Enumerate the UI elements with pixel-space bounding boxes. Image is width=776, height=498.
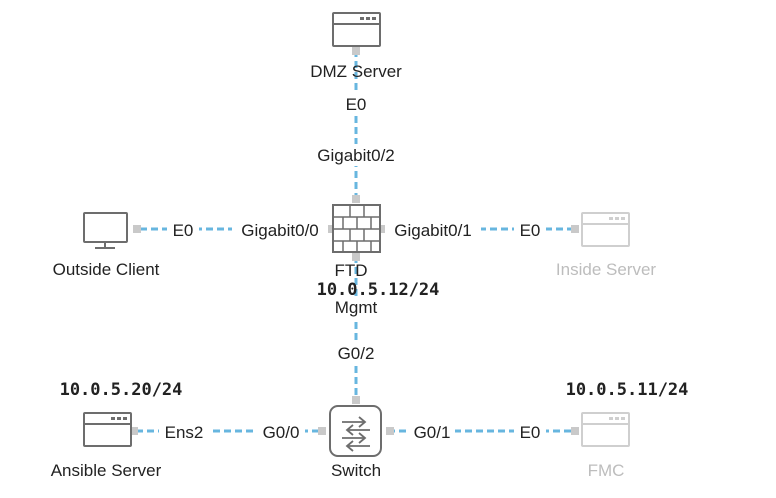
fmc-server-icon[interactable] (581, 412, 630, 447)
port-ansible-ens2 (130, 427, 138, 435)
port-label-fmc-e0: E0 (520, 423, 541, 442)
port-label-switch-g01: G0/1 (414, 423, 451, 442)
inside-server-label: Inside Server (556, 260, 656, 279)
ansible-server-ip-label: 10.0.5.20/24 (60, 380, 183, 400)
ansible-server-label: Ansible Server (51, 461, 162, 480)
port-label-ftd-gigabit00: Gigabit0/0 (241, 221, 319, 240)
inside-server-icon[interactable] (581, 212, 630, 247)
port-switch-g02 (352, 396, 360, 404)
port-label-ftd-mgmt: Mgmt (335, 298, 378, 317)
port-dmz-e0 (352, 47, 360, 55)
port-label-ftd-gigabit01: Gigabit0/1 (394, 221, 472, 240)
port-label-dmz-e0: E0 (346, 95, 367, 114)
port-ftd-g02 (352, 195, 360, 203)
port-label-client-e0: E0 (173, 221, 194, 240)
fmc-label: FMC (588, 461, 625, 480)
port-switch-g00 (318, 427, 326, 435)
outside-client-label: Outside Client (53, 260, 160, 279)
firewall-icon[interactable] (332, 204, 381, 253)
dmz-server-label: DMZ Server (310, 62, 402, 81)
port-label-ansible-ens2: Ens2 (165, 423, 204, 442)
port-client-e0 (133, 225, 141, 233)
fmc-ip-label: 10.0.5.11/24 (566, 380, 689, 400)
port-ftd-mgmt (352, 253, 360, 261)
port-ftd-g00 (326, 225, 334, 233)
ansible-server-icon[interactable] (83, 412, 132, 447)
port-fmc-e0 (571, 427, 579, 435)
ftd-label: FTD (334, 261, 367, 280)
port-ftd-g01 (378, 225, 386, 233)
ftd-ip-label: 10.0.5.12/24 (317, 280, 440, 300)
monitor-icon[interactable] (83, 212, 128, 249)
port-switch-g01 (386, 427, 394, 435)
port-inside-e0 (571, 225, 579, 233)
port-label-switch-g02: G0/2 (338, 344, 375, 363)
port-label-inside-e0: E0 (520, 221, 541, 240)
switch-label: Switch (331, 461, 381, 480)
port-label-ftd-gigabit02: Gigabit0/2 (317, 146, 395, 165)
switch-icon[interactable] (329, 405, 382, 457)
port-label-switch-g00: G0/0 (263, 423, 300, 442)
dmz-server-icon[interactable] (332, 12, 381, 47)
